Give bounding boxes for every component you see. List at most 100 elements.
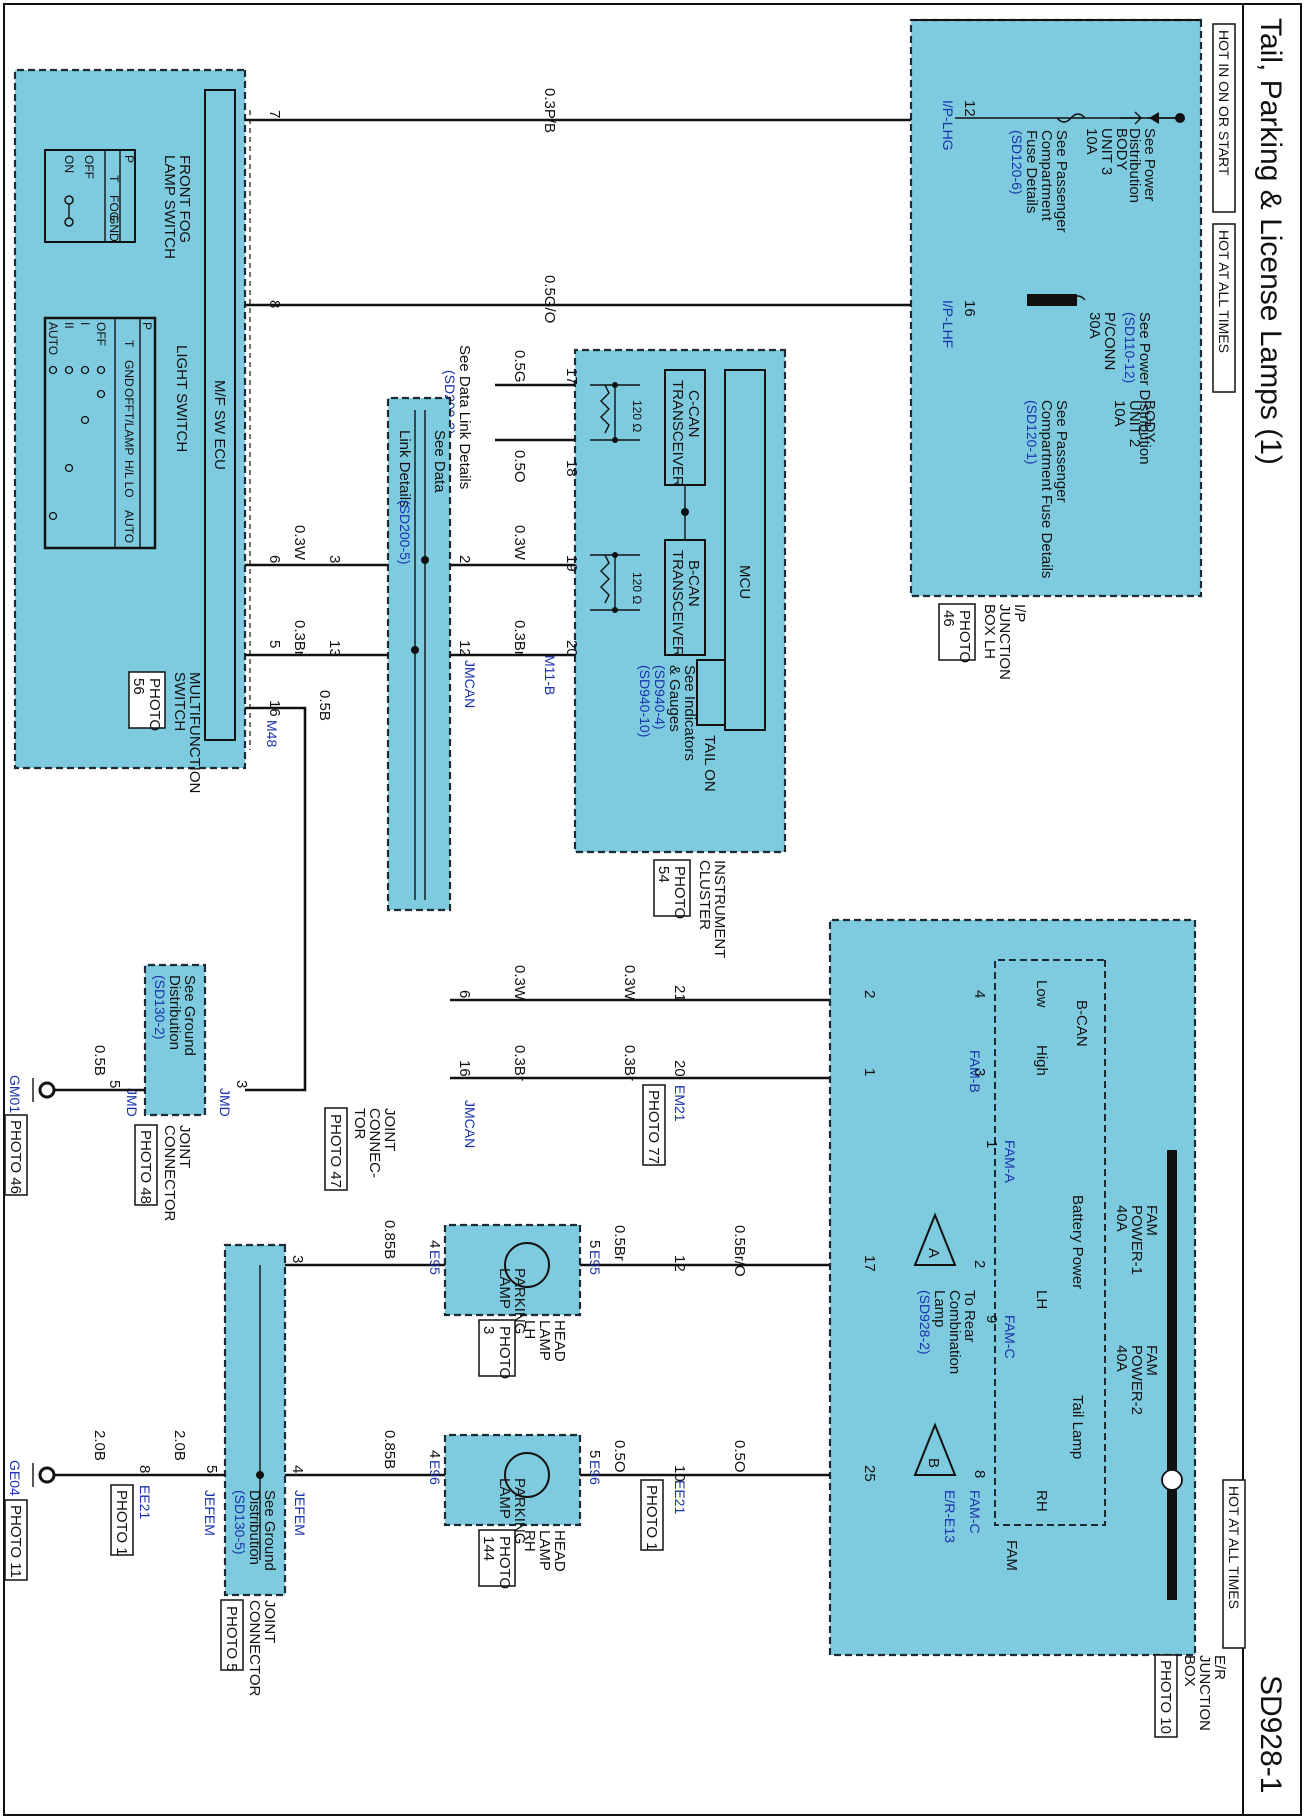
light-col-t: T [122, 340, 136, 348]
lamp-lh-label-3: LH [521, 1320, 538, 1339]
lamp-rh-label-1: HEAD [551, 1530, 568, 1572]
jmcan-ref-code: (SD200-5) [397, 500, 413, 565]
lamp-rh-pin-4: 4 [426, 1450, 443, 1458]
er-rear-2: Combination [946, 1290, 963, 1374]
jefem-ref-1: See Ground [261, 1490, 278, 1571]
ic-ref-code-2: (SD940-10) [637, 665, 653, 737]
light-col-tlamp: T/LAMP [122, 412, 136, 455]
er-pin-8: 8 [971, 1470, 988, 1478]
jmcan-photo: PHOTO 47 [327, 1114, 344, 1188]
conn-m48: M48 [264, 720, 280, 747]
ip-pin-12: 12 [961, 100, 978, 117]
er-fuse-c-2: POWER-2 [1128, 1345, 1145, 1415]
er-rear-code: (SD928-2) [917, 1290, 933, 1355]
jefem-label-2: CONNECTOR [246, 1600, 263, 1697]
lamp-rh-photo-2: 144 [480, 1536, 497, 1561]
er-pin-1: 1 [861, 1068, 878, 1076]
ip-box-label-1: I/P [1011, 604, 1028, 622]
jmcan-label-2: CONNEC- [366, 1108, 383, 1178]
ic-photo-2: 54 [655, 866, 672, 883]
lamp-rh-conn-in: E96 [587, 1460, 603, 1485]
wires-ip-to-mf: 0.3P/B 0.5G/O [245, 88, 911, 750]
page-frame [3, 3, 1302, 1816]
ic-bcan-2: TRANSCEIVER [669, 550, 686, 657]
er-lh: LH [1033, 1290, 1050, 1309]
ic-label-1: INSTRUMENT [711, 860, 728, 958]
fuse-body-unit3-line1: BODY [1113, 128, 1130, 171]
er-pin-1b: 1 [983, 1140, 1000, 1148]
jmcan-pin-12: 12 [456, 640, 473, 657]
ic-ccan-2: TRANSCEIVER [669, 380, 686, 487]
ic-ref-2: & Gauges [666, 665, 683, 732]
head-lamp-lh: PARKING LAMP E95 E95 5 4 HEAD LAMP LH PH… [426, 1223, 603, 1379]
ic-r2: 120 Ω [630, 572, 644, 604]
conn-jmd-2: JMD [124, 1088, 140, 1117]
wire-label-w3: 0.5G [511, 350, 528, 383]
wire-label-w10: 0.3W [511, 965, 528, 1001]
conn-jmcan-2: JMCAN [462, 1100, 478, 1148]
er-fuse-a-1: FAM [1143, 1205, 1160, 1236]
ip-ref3-line1: See Passenger [1053, 130, 1070, 233]
lamp-rh-photo-1: PHOTO [496, 1536, 513, 1589]
er-fuse-c-1: FAM [1143, 1345, 1160, 1376]
em21-pin-21: 21 [671, 985, 688, 1002]
er-pin-25: 25 [861, 1465, 878, 1482]
er-tri-a: A [925, 1248, 942, 1258]
light-row-auto: AUTO [46, 322, 60, 355]
light-col-p: P [140, 322, 154, 330]
light-col-auto: AUTO [122, 510, 136, 543]
ic-label-2: CLUSTER [696, 860, 713, 930]
fog-switch-label-1: FRONT FOG [176, 155, 193, 243]
ic-r1: 120 Ω [630, 400, 644, 432]
fog-col-p: P [122, 155, 136, 163]
header-hot-in-on-or-start: HOT IN ON OR START [1216, 30, 1232, 176]
wire-label-w12: 0.3Br [511, 1045, 528, 1081]
ic-pin-20: 20 [563, 640, 580, 657]
conn-jmcan-1: JMCAN [462, 660, 478, 708]
er-conn-fam-c: FAM-C [1002, 1315, 1018, 1359]
conn-jefem-1: JEFEM [292, 1490, 308, 1536]
ip-ref2-code: (SD110-12) [1122, 312, 1138, 383]
jefem-pin-4: 4 [289, 1465, 306, 1473]
conn-ee21-2: EE21 [137, 1485, 153, 1519]
fog-row-on: ON [62, 155, 76, 173]
lamp-lh-photo-1: PHOTO [496, 1326, 513, 1379]
conn-ee21: EE21 [672, 1480, 688, 1514]
can-wires: 0.3W 0.3Br 0.3W 0.3Br 0.5B 0.3W 0.3W 0.3… [245, 525, 1000, 1166]
er-low: Low [1033, 980, 1050, 1008]
er-battery-power: Battery Power [1069, 1195, 1086, 1289]
ic-dl-ref: See Data Link Details [456, 345, 473, 489]
er-junction-box: HOT AT ALL TIMES B-CAN Low High Battery … [828, 918, 1246, 1738]
wire-label-w17: 0.5Br/O [731, 1225, 748, 1277]
jefem-label-1: JOINT [261, 1600, 278, 1643]
ee21-photo: PHOTO 1 [643, 1485, 660, 1551]
mf-pin-5: 5 [266, 640, 283, 648]
lamp-rh-label-3: RH [521, 1530, 538, 1552]
lamp-lh-conn-out: E95 [427, 1250, 443, 1275]
ip-ref3-line3: Fuse Details [1023, 130, 1040, 213]
lamp-rh-pin-5: 5 [586, 1450, 603, 1458]
fog-col-t: T [107, 175, 121, 183]
jefem-ref-code: (SD130-5) [232, 1490, 248, 1555]
light-row-i: I [78, 322, 92, 325]
wire-label-w16: 0.5Br [611, 1225, 628, 1261]
er-conn-fam-b: FAM-B [967, 1050, 983, 1093]
jmd-photo: PHOTO 48 [137, 1130, 154, 1204]
conn-jefem-2: JEFEM [202, 1490, 218, 1536]
er-fuse-a-3: 40A [1113, 1205, 1130, 1232]
ic-pin-18: 18 [563, 460, 580, 477]
wire-label-w1: 0.3P/B [541, 88, 558, 133]
er-tail-lamp: Tail Lamp [1069, 1395, 1086, 1459]
lamp-rh-conn-out: E96 [427, 1460, 443, 1485]
er-conn-e13: E/R-E13 [942, 1490, 958, 1543]
header-hot-at-all-times-1: HOT AT ALL TIMES [1216, 230, 1232, 353]
conn-ip-lhg: I/P-LHG [940, 100, 956, 151]
ic-ccan-1: C-CAN [685, 390, 702, 438]
fuse-body-unit2-line1: BODY [1141, 400, 1158, 443]
jmcan-ref-2: Link Details [396, 430, 413, 508]
em21-photo: PHOTO 77 [645, 1090, 662, 1164]
ic-mcu: MCU [736, 565, 753, 599]
ip-ref1-line2: Distribution [1126, 128, 1143, 203]
er-tri-b: B [925, 1458, 942, 1468]
